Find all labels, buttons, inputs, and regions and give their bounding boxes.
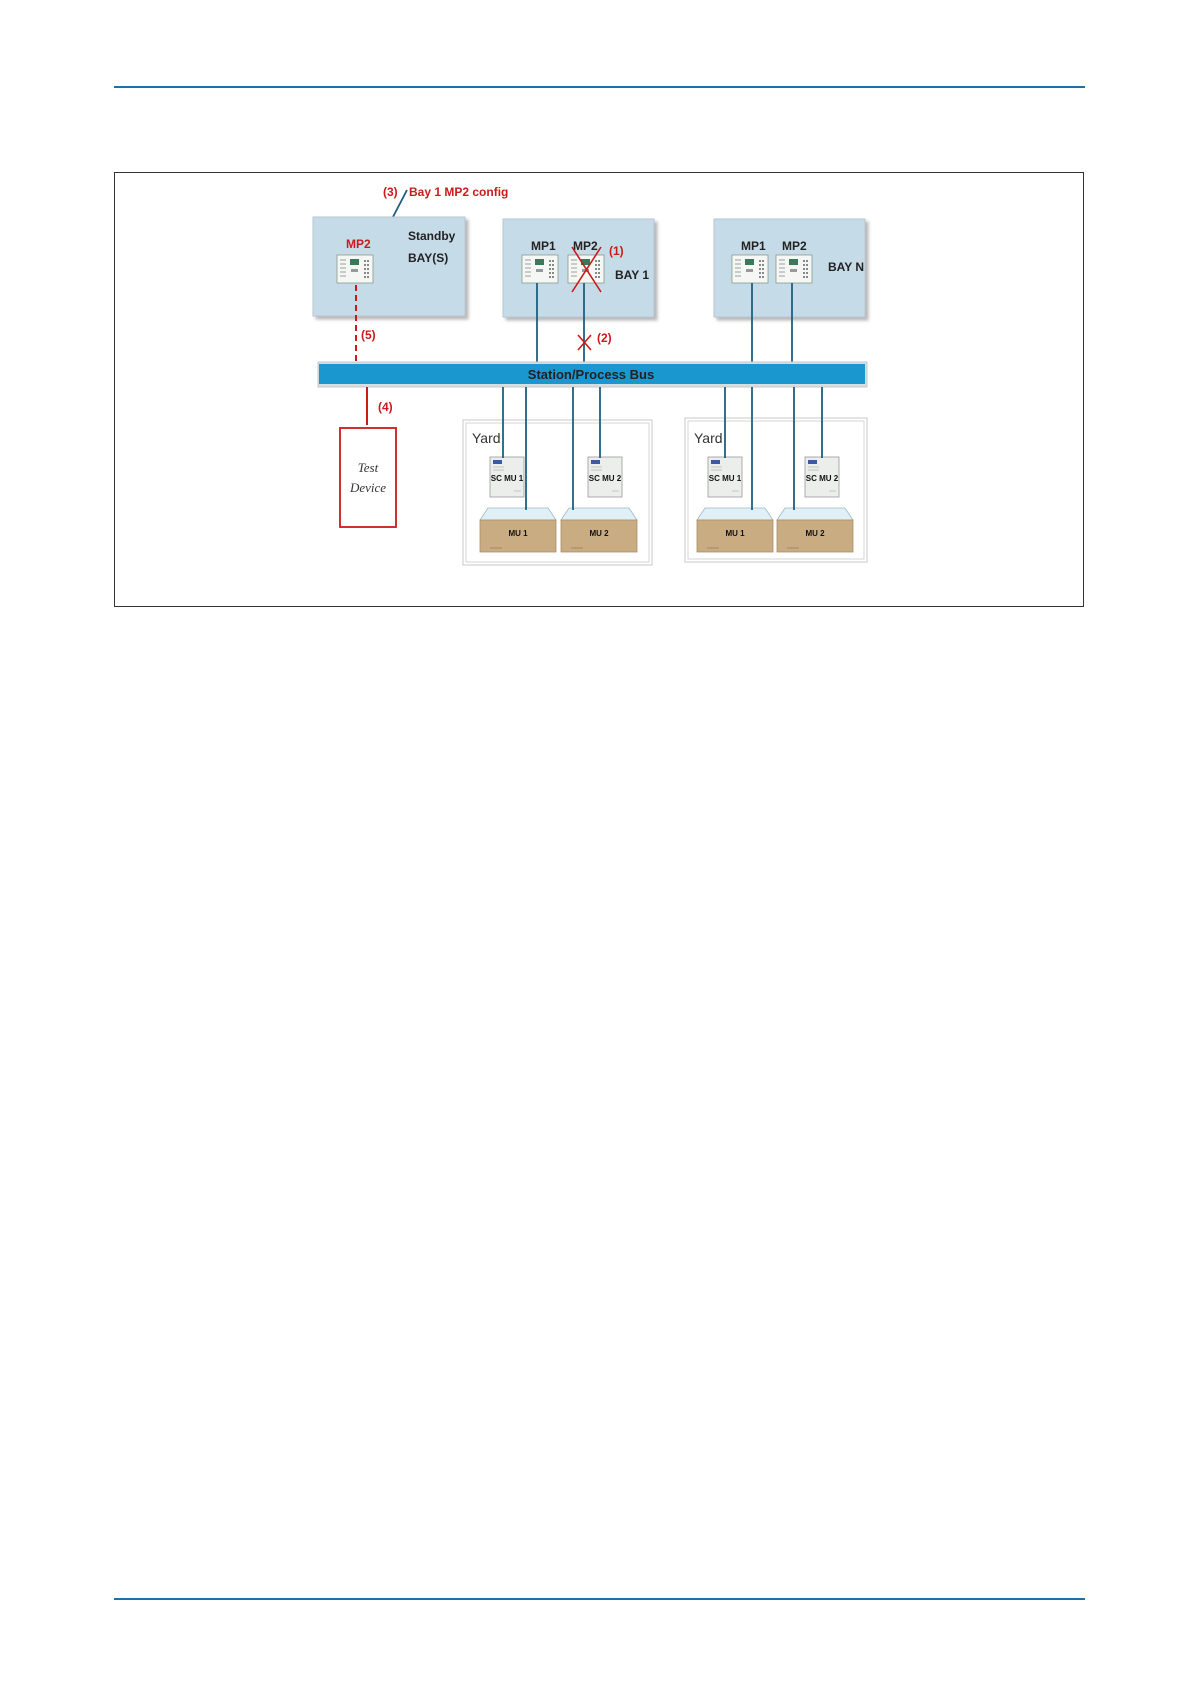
callout-config-text: Bay 1 MP2 config bbox=[409, 185, 508, 199]
yard-left-label: Yard bbox=[472, 430, 501, 446]
bay1-link-marker: (2) bbox=[597, 331, 612, 345]
standby-title-line1: Standby bbox=[408, 229, 456, 243]
bayn-title: BAY N bbox=[828, 260, 864, 274]
yard-right-mu2-label: MU 2 bbox=[805, 529, 825, 538]
bay-1: MP1 MP2 (1) BAY 1 bbox=[503, 219, 654, 317]
standby-link-marker: (5) bbox=[361, 328, 376, 342]
bayn-mp2-label: MP2 bbox=[782, 239, 807, 253]
bay1-mp1-label: MP1 bbox=[531, 239, 556, 253]
test-device-line1: Test bbox=[358, 460, 379, 475]
bus-label: Station/Process Bus bbox=[528, 367, 654, 382]
standby-bay: MP2 Standby BAY(S) bbox=[313, 217, 465, 316]
bayn-mp1-relay-icon bbox=[732, 255, 768, 283]
callout-config-number: (3) bbox=[383, 185, 398, 199]
yard-left-mu2-label: MU 2 bbox=[589, 529, 609, 538]
bay1-fault-marker: (1) bbox=[609, 244, 624, 258]
yard-left-scmu2-label: SC MU 2 bbox=[589, 474, 622, 483]
test-link-marker: (4) bbox=[378, 400, 393, 414]
bayn-mp2-relay-icon bbox=[776, 255, 812, 283]
yard-right: Yard SC MU 1 SC MU 2 MU 1 MU 2 bbox=[685, 418, 867, 562]
yard-right-scmu1-label: SC MU 1 bbox=[709, 474, 742, 483]
standby-title-line2: BAY(S) bbox=[408, 251, 448, 265]
test-device: Test Device bbox=[340, 428, 396, 527]
yard-right-label: Yard bbox=[694, 430, 723, 446]
standby-mp2-relay-icon bbox=[337, 255, 373, 283]
station-process-bus: Station/Process Bus bbox=[318, 362, 867, 387]
bayn-mp1-label: MP1 bbox=[741, 239, 766, 253]
bay1-mp1-relay-icon bbox=[522, 255, 558, 283]
yard-right-mu1-label: MU 1 bbox=[725, 529, 745, 538]
yard-left-mu1-label: MU 1 bbox=[508, 529, 528, 538]
test-device-line2: Device bbox=[349, 480, 386, 495]
standby-mp2-label: MP2 bbox=[346, 237, 371, 251]
yard-left: Yard SC MU 1 SC MU 2 MU 1 MU 2 bbox=[463, 420, 652, 565]
bay1-mp2-label: MP2 bbox=[573, 239, 598, 253]
yard-right-scmu2-label: SC MU 2 bbox=[806, 474, 839, 483]
bay-n: MP1 MP2 BAY N bbox=[714, 219, 865, 317]
bay1-title: BAY 1 bbox=[615, 268, 649, 282]
yard-left-scmu1-label: SC MU 1 bbox=[491, 474, 524, 483]
